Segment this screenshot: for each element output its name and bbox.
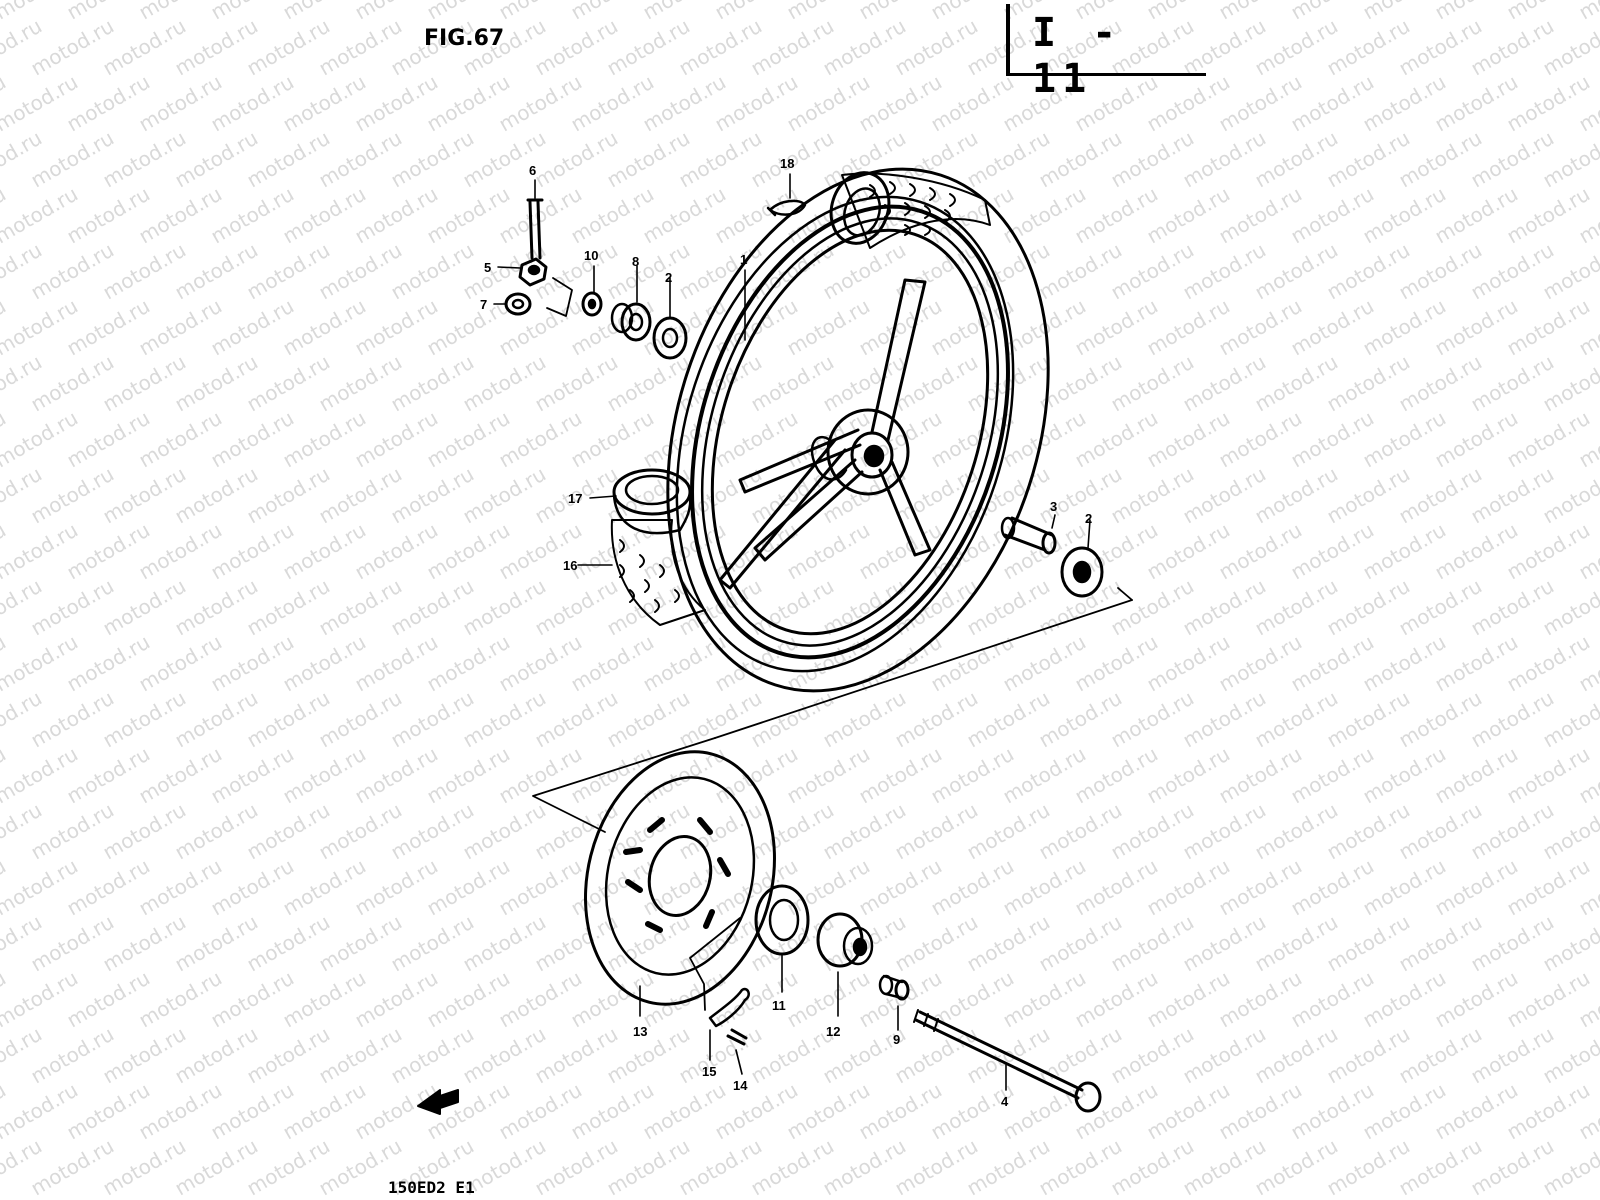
figure-label: FIG.67 <box>424 26 505 51</box>
rim <box>690 204 1010 660</box>
leader-lines <box>493 173 1091 1091</box>
callout-2-right: 2 <box>1085 511 1092 526</box>
callout-labels: 6 18 5 10 8 2 7 1 17 16 3 2 13 11 12 9 1… <box>480 156 1092 1109</box>
callout-6: 6 <box>529 163 536 178</box>
model-code: 150ED2 E1 <box>388 1178 475 1197</box>
callout-12: 12 <box>826 1024 840 1039</box>
callout-15: 15 <box>702 1064 716 1079</box>
callout-11: 11 <box>772 998 786 1013</box>
axle <box>913 1009 1102 1113</box>
section-code-box: I - 11 <box>1006 4 1206 102</box>
direction-arrow-icon <box>417 1089 459 1115</box>
callout-5: 5 <box>484 260 491 275</box>
callout-1: 1 <box>740 252 747 267</box>
assembly-lines <box>532 277 1133 1011</box>
right-hub-parts <box>1000 516 1104 598</box>
callout-18: 18 <box>780 156 794 171</box>
tire <box>610 167 1050 693</box>
callout-10: 10 <box>584 248 598 263</box>
callout-16: 16 <box>563 558 577 573</box>
section-code: I - 11 <box>1032 10 1123 102</box>
hub <box>810 408 910 496</box>
callout-9: 9 <box>893 1032 900 1047</box>
callout-8: 8 <box>632 254 639 269</box>
callout-17: 17 <box>568 491 582 506</box>
spokes <box>718 278 932 590</box>
callout-4: 4 <box>1001 1094 1009 1109</box>
wheel-assembly <box>610 167 1050 693</box>
callout-2-upper: 2 <box>665 270 672 285</box>
callout-14: 14 <box>733 1078 748 1093</box>
callout-13: 13 <box>633 1024 647 1039</box>
callout-7: 7 <box>480 297 487 312</box>
brake-disc-assembly <box>584 750 910 1046</box>
callout-3: 3 <box>1050 499 1057 514</box>
valve-parts <box>504 198 807 360</box>
